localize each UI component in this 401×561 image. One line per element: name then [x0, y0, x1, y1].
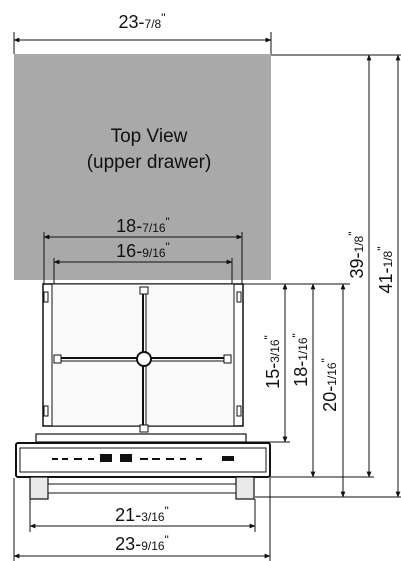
dimension-lines: [13, 32, 401, 561]
dim-height-d: 39-1/8": [346, 232, 367, 279]
dim-height-c: 20-1/16": [319, 358, 340, 412]
dim-base-width-a: 21-3/16": [115, 504, 169, 525]
dim-height-a: 15-3/16": [262, 335, 283, 389]
top-view-block: [14, 54, 271, 280]
dim-inner-width-b: 16-9/16": [116, 240, 170, 261]
unit-cabinet: [35, 283, 247, 443]
dim-base-width-b: 23-9/16": [115, 533, 169, 554]
top-view-subtitle: (upper drawer): [87, 152, 212, 173]
dim-height-b: 18-1/16": [290, 333, 311, 387]
top-view-title: Top View: [111, 126, 188, 147]
control-panel: [15, 442, 271, 478]
dim-height-e: 41-1/8": [375, 247, 396, 294]
dim-inner-width-a: 18-7/16": [116, 215, 170, 236]
dim-top-width: 23-7/8": [119, 11, 166, 32]
unit-base: [29, 476, 255, 500]
